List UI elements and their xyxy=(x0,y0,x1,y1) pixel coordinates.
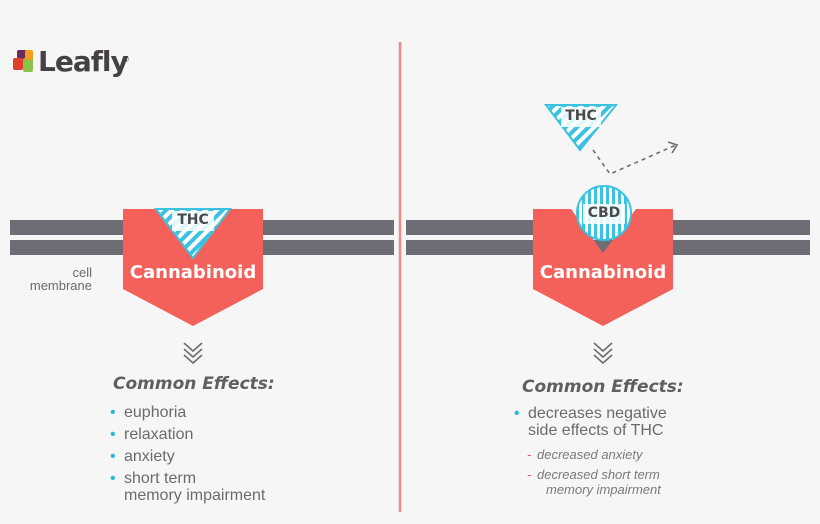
left-effects-list: euphoria relaxation anxiety short term m… xyxy=(110,404,265,509)
right-thc-label: THC xyxy=(565,108,597,124)
left-thc-label-bg xyxy=(172,211,214,231)
right-cbd-label-bg xyxy=(583,204,625,224)
cell-membrane-label-line2: membrane xyxy=(29,278,92,293)
registered-mark: ® xyxy=(123,55,129,64)
right-sub-effect-item: decreased short term memory impairment xyxy=(527,467,661,497)
right-sub-effects-list: decreased anxiety decreased short term m… xyxy=(527,447,661,502)
left-effects-heading: Common Effects: xyxy=(113,374,275,394)
left-effect-item: euphoria xyxy=(110,404,265,421)
right-cbd-label: CBD xyxy=(587,205,621,221)
right-effects-heading: Common Effects: xyxy=(522,377,684,397)
left-cannabinoid-receptor xyxy=(123,209,263,326)
right-effects-list: decreases negative side effects of THC xyxy=(514,405,667,444)
left-effect-item: relaxation xyxy=(110,426,265,443)
right-cannabinoid-receptor xyxy=(533,209,673,326)
left-effect-item: anxiety xyxy=(110,448,265,465)
displacement-arrow xyxy=(592,144,677,175)
right-receptor-label: Cannabinoid xyxy=(539,262,667,283)
left-effect-item: short term memory impairment xyxy=(110,470,265,504)
left-thc-label: THC xyxy=(177,212,209,228)
right-sub-effect-item: decreased anxiety xyxy=(527,447,661,462)
leafly-logo-text: Leafly xyxy=(38,45,129,78)
left-chevron-down-icon xyxy=(183,342,203,365)
right-effect-item: decreases negative side effects of THC xyxy=(514,405,667,439)
left-receptor-label: Cannabinoid xyxy=(129,262,257,283)
leafly-logo-mark xyxy=(13,50,33,72)
arrowhead-icon xyxy=(667,141,679,154)
right-chevron-down-icon xyxy=(593,342,613,365)
cell-membrane-label-line1: cell xyxy=(72,265,92,280)
right-thc-label-bg xyxy=(561,107,601,127)
